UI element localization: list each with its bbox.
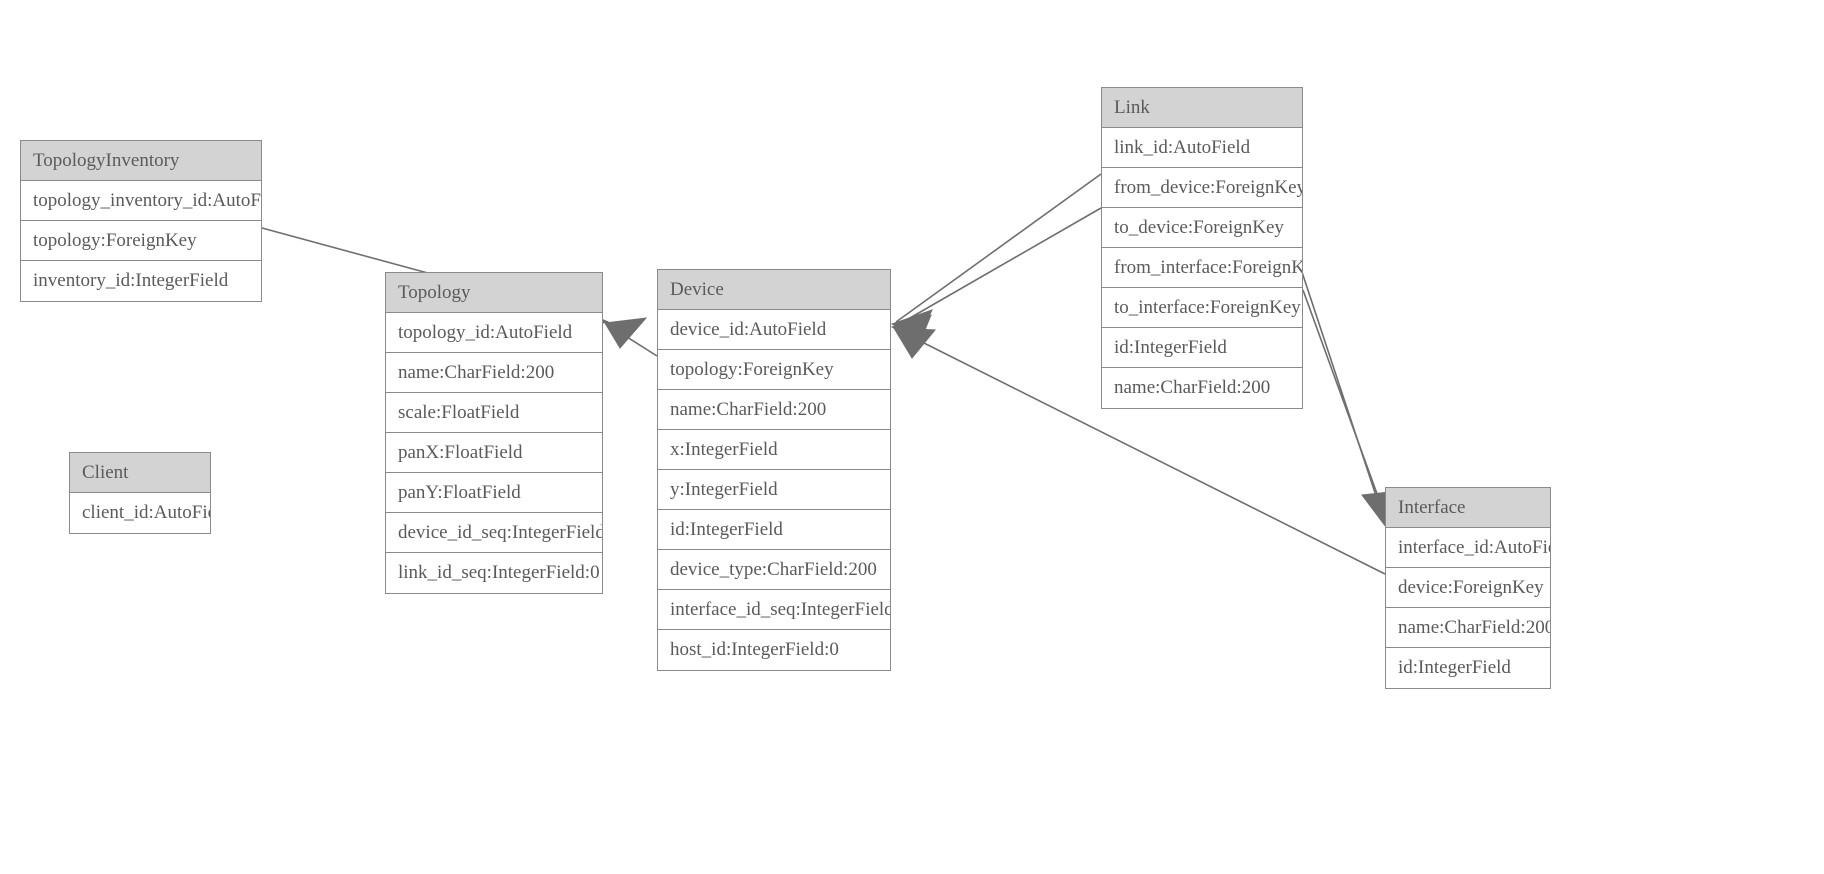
- entity-title-interface: Interface: [1386, 488, 1550, 528]
- entity-field-row: client_id:AutoField: [70, 493, 210, 533]
- entity-field-row: topology_id:AutoField: [386, 313, 602, 353]
- entity-title-topology: Topology: [386, 273, 602, 313]
- entity-field-row: y:IntegerField: [658, 470, 890, 510]
- entity-field-row: id:IntegerField: [1386, 648, 1550, 688]
- relationship-line: [895, 173, 1102, 323]
- relationship-line: [895, 207, 1102, 327]
- relationship-line: [1296, 256, 1386, 524]
- entity-field-row: from_interface:ForeignKey: [1102, 248, 1302, 288]
- relationship-device-to-topology: [604, 317, 658, 357]
- entity-field-row: topology:ForeignKey: [658, 350, 890, 390]
- relationship-link-to-device-to-device: [890, 207, 1102, 343]
- entity-field-row: x:IntegerField: [658, 430, 890, 470]
- entity-field-row: name:CharField:200: [658, 390, 890, 430]
- entity-title-link: Link: [1102, 88, 1302, 128]
- relationship-line: [1302, 289, 1389, 525]
- relationship-link-to-interface-to-interface: [1302, 289, 1394, 530]
- relationship-arrowhead: [604, 317, 648, 349]
- entity-title-client: Client: [70, 453, 210, 493]
- entity-field-row: from_device:ForeignKey: [1102, 168, 1302, 208]
- entity-field-row: panX:FloatField: [386, 433, 602, 473]
- entity-field-row: device_id_seq:IntegerField:0: [386, 513, 602, 553]
- entity-field-row: inventory_id:IntegerField: [21, 261, 261, 301]
- entity-field-row: interface_id_seq:IntegerField:0: [658, 590, 890, 630]
- entity-field-row: device_id:AutoField: [658, 310, 890, 350]
- entity-field-row: to_device:ForeignKey: [1102, 208, 1302, 248]
- entity-field-row: id:IntegerField: [1102, 328, 1302, 368]
- entity-field-row: device_type:CharField:200: [658, 550, 890, 590]
- entity-field-row: to_interface:ForeignKey: [1102, 288, 1302, 328]
- entity-field-row: scale:FloatField: [386, 393, 602, 433]
- relationship-link-from-interface-to-interface: [1296, 256, 1391, 529]
- entity-field-row: device:ForeignKey: [1386, 568, 1550, 608]
- entity-field-row: name:CharField:200: [386, 353, 602, 393]
- entity-field-row: name:CharField:200: [1386, 608, 1550, 648]
- relationship-line: [607, 324, 658, 357]
- entity-interface[interactable]: Interfaceinterface_id:AutoFielddevice:Fo…: [1385, 487, 1551, 689]
- relationship-arrowhead: [890, 314, 932, 343]
- entity-field-row: panY:FloatField: [386, 473, 602, 513]
- entity-title-device: Device: [658, 270, 890, 310]
- entity-field-row: link_id:AutoField: [1102, 128, 1302, 168]
- relationship-arrowhead: [890, 309, 933, 339]
- entity-field-row: id:IntegerField: [658, 510, 890, 550]
- entity-field-row: name:CharField:200: [1102, 368, 1302, 408]
- entity-field-row: interface_id:AutoField: [1386, 528, 1550, 568]
- entity-field-row: topology_inventory_id:AutoField: [21, 181, 261, 221]
- entity-field-row: topology:ForeignKey: [21, 221, 261, 261]
- entity-title-topology_inventory: TopologyInventory: [21, 141, 261, 181]
- entity-field-row: host_id:IntegerField:0: [658, 630, 890, 670]
- entity-field-row: link_id_seq:IntegerField:0: [386, 553, 602, 593]
- relationship-arrowhead: [893, 327, 937, 359]
- relationship-link-from-device-to-device: [890, 173, 1102, 339]
